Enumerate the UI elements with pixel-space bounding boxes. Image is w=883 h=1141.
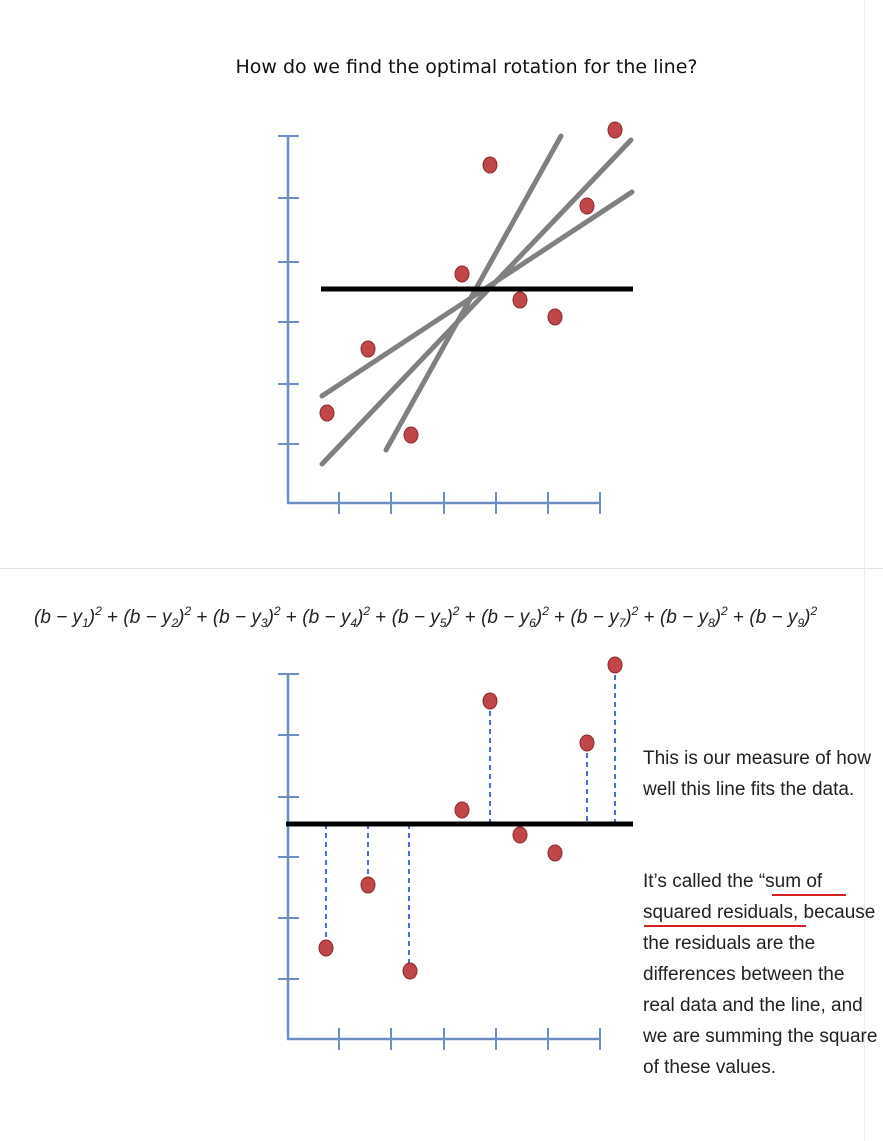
sum-of-squares-formula: (b − y1)2 + (b − y2)2 + (b − y3)2 + (b −… (34, 604, 818, 630)
explanation-paragraph-1: This is our measure of how well this lin… (643, 748, 872, 800)
data-point (454, 265, 470, 283)
data-point (318, 939, 334, 957)
rotated-line-steep (383, 133, 564, 453)
formula-term: (b − y9)2 (749, 604, 818, 630)
bottom-panel (0, 569, 883, 1141)
data-point (579, 734, 595, 752)
data-point (360, 340, 376, 358)
rotated-line-shallow (319, 189, 635, 399)
residual-lines (325, 666, 616, 970)
formula-term: (b − y7)2 (570, 604, 639, 630)
formula-term: (b − y5)2 (391, 604, 460, 630)
panel-edge (864, 0, 865, 1141)
bottom-y-ticks (278, 673, 299, 980)
formula-term: (b − y3)2 (212, 604, 281, 630)
formula-term: (b − y4)2 (302, 604, 371, 630)
data-point (360, 876, 376, 894)
data-point (579, 197, 595, 215)
formula-term: (b − y8)2 (659, 604, 728, 630)
bottom-points (318, 656, 623, 980)
rotated-line-medium (319, 137, 634, 467)
page-title: How do we find the optimal rotation for … (235, 56, 698, 78)
top-points (319, 121, 623, 444)
data-point (607, 121, 623, 139)
data-point (547, 844, 563, 862)
data-point (454, 801, 470, 819)
underline-squared-residuals (644, 925, 806, 927)
formula-term: (b − y6)2 (481, 604, 549, 630)
underline-sum-of (772, 894, 846, 896)
data-point (512, 291, 528, 309)
bottom-diagram (278, 656, 633, 1050)
data-point (607, 656, 623, 674)
explanation-paragraph-2: It’s called the “sum of squared residual… (643, 871, 878, 1078)
data-point (403, 426, 419, 444)
bottom-x-ticks (338, 1028, 601, 1050)
data-point (402, 962, 418, 980)
data-point (482, 156, 498, 174)
data-point (482, 692, 498, 710)
data-point (319, 404, 335, 422)
formula-term: (b − y2)2 (123, 604, 192, 630)
top-rotated-lines (319, 133, 635, 467)
data-point (512, 826, 528, 844)
top-x-ticks (338, 492, 601, 514)
top-panel (0, 0, 883, 569)
formula-term: (b − y1)2 (34, 604, 102, 630)
top-y-ticks (278, 135, 299, 445)
top-diagram (278, 121, 635, 514)
data-point (547, 308, 563, 326)
